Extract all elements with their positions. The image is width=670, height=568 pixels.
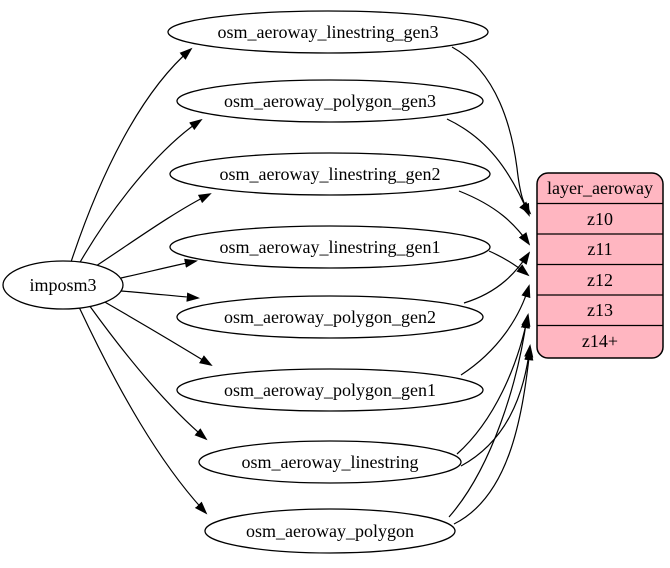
table-label: osm_aeroway_linestring_gen2 — [220, 164, 441, 184]
edge-imposm3-osm_aeroway_polygon — [78, 306, 208, 515]
table-ellipse — [198, 440, 462, 484]
edge-osm_aeroway_polygon-z14 — [453, 347, 534, 525]
edge-imposm3-osm_aeroway_linestring_gen2 — [92, 193, 212, 269]
layer-row-z13: z13 — [587, 300, 613, 320]
layer-row-z11: z11 — [587, 239, 612, 259]
table-ellipse — [176, 368, 484, 412]
table-label: osm_aeroway_linestring_gen1 — [220, 237, 441, 257]
node-osm_aeroway_linestring: osm_aeroway_linestring — [198, 440, 462, 484]
node-osm_aeroway_linestring_gen2: osm_aeroway_linestring_gen2 — [169, 152, 491, 196]
edge-imposm3-osm_aeroway_linestring_gen3 — [70, 47, 193, 263]
edge-osm_aeroway_linestring-z14 — [460, 344, 534, 467]
table-label: osm_aeroway_polygon_gen2 — [224, 307, 436, 327]
table-label: osm_aeroway_polygon — [246, 521, 414, 541]
layer-aeroway-box — [536, 172, 664, 359]
node-osm_aeroway_polygon_gen3: osm_aeroway_polygon_gen3 — [176, 79, 484, 123]
table-label: osm_aeroway_linestring — [242, 452, 419, 472]
edge-imposm3-osm_aeroway_polygon_gen1 — [102, 300, 213, 367]
edge-imposm3-osm_aeroway_linestring_gen1 — [120, 258, 198, 279]
table-ellipse — [169, 225, 491, 269]
table-ellipse — [204, 508, 456, 554]
node-osm_aeroway_polygon_gen1: osm_aeroway_polygon_gen1 — [176, 368, 484, 412]
edge-osm_aeroway_polygon-z13 — [448, 315, 531, 518]
edge-imposm3-osm_aeroway_polygon_gen2 — [120, 290, 200, 302]
table-ellipse — [167, 10, 489, 54]
node-osm_aeroway_linestring_gen1: osm_aeroway_linestring_gen1 — [169, 225, 491, 269]
node-imposm3: imposm3 — [2, 260, 124, 310]
edge-osm_aeroway_linestring-z13 — [456, 313, 531, 455]
node-osm_aeroway_polygon_gen2: osm_aeroway_polygon_gen2 — [176, 295, 484, 339]
table-ellipse — [176, 295, 484, 339]
layer-row-z14plus: z14+ — [582, 331, 618, 351]
table-label: osm_aeroway_polygon_gen3 — [224, 91, 436, 111]
node-osm_aeroway_linestring_gen3: osm_aeroway_linestring_gen3 — [167, 10, 489, 54]
edge-osm_aeroway_linestring_gen1-z12 — [488, 250, 530, 277]
table-label: osm_aeroway_linestring_gen3 — [218, 22, 439, 42]
table-ellipse — [169, 152, 491, 196]
edge-imposm3-osm_aeroway_polygon_gen3 — [78, 118, 203, 265]
node-layer_aeroway: layer_aeroway z10 z11 z12 z13 z14+ — [536, 172, 664, 359]
layer-aeroway-title: layer_aeroway — [547, 178, 653, 198]
imposm3-label: imposm3 — [29, 275, 96, 295]
edge-osm_aeroway_linestring_gen3-z10 — [451, 46, 532, 215]
edge-osm_aeroway_polygon_gen1-z12 — [460, 284, 531, 376]
node-osm_aeroway_polygon: osm_aeroway_polygon — [204, 508, 456, 554]
edge-imposm3-osm_aeroway_linestring — [88, 304, 208, 441]
table-ellipse — [176, 79, 484, 123]
layer-row-z12: z12 — [587, 270, 613, 290]
layer-row-z10: z10 — [587, 209, 613, 229]
edge-osm_aeroway_polygon_gen2-z11 — [463, 251, 531, 304]
edge-osm_aeroway_polygon_gen3-z10 — [446, 118, 530, 217]
table-label: osm_aeroway_polygon_gen1 — [224, 380, 436, 400]
imposm3-ellipse — [2, 260, 124, 310]
edge-osm_aeroway_linestring_gen2-z11 — [458, 190, 531, 246]
